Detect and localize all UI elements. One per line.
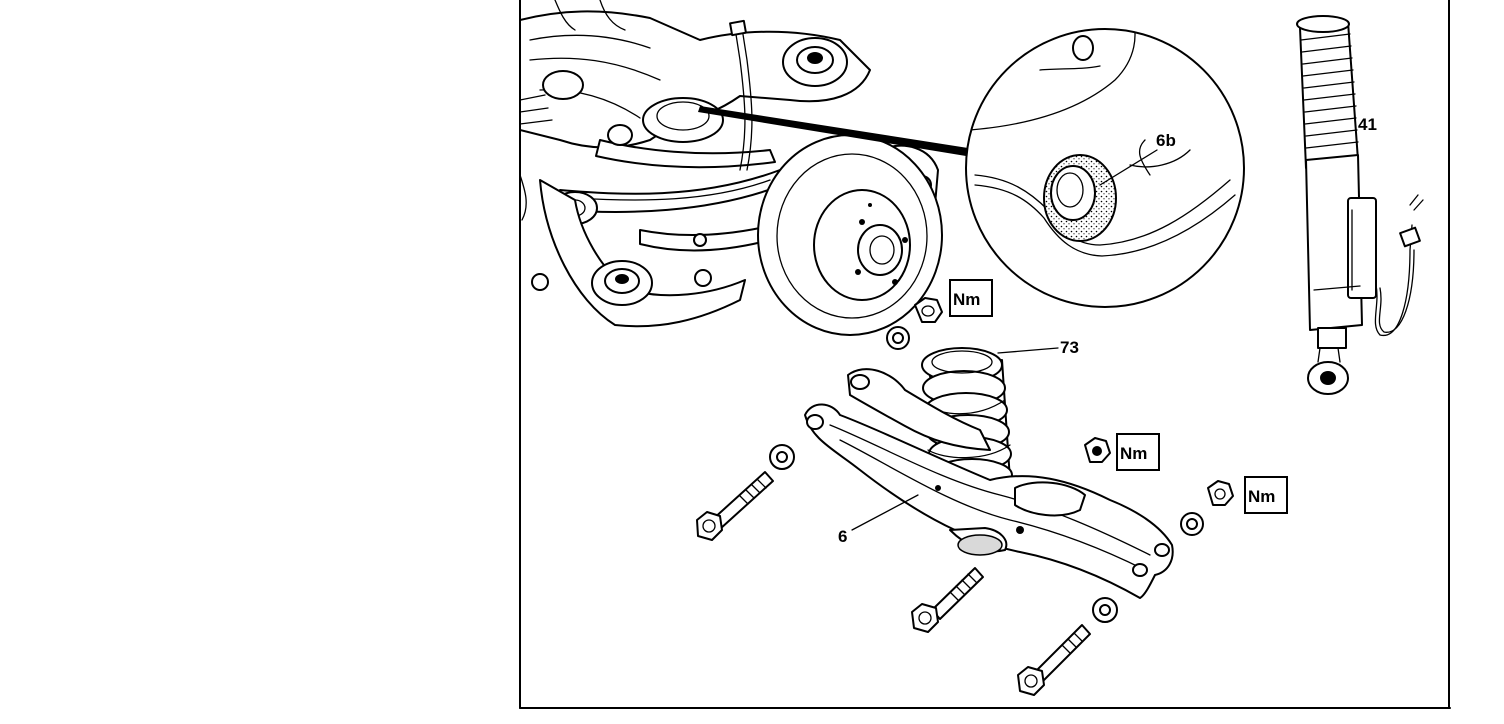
callout-6b: 6b bbox=[1156, 131, 1176, 150]
rear-axle-assembly bbox=[520, 0, 943, 336]
fasteners bbox=[696, 297, 1234, 696]
svg-text:Nm: Nm bbox=[1120, 444, 1147, 463]
nut-far-right bbox=[1207, 480, 1234, 506]
shock-absorber-41: 41 bbox=[1296, 15, 1424, 395]
nut-top bbox=[914, 297, 943, 323]
svg-text:Nm: Nm bbox=[1248, 487, 1275, 506]
control-arm-6: 6 bbox=[804, 368, 1174, 599]
washer-bottom-right bbox=[1092, 597, 1118, 623]
torque-symbol-middle: Nm bbox=[1116, 433, 1160, 471]
bolt-left bbox=[696, 471, 774, 541]
washer-top bbox=[886, 326, 910, 350]
callout-41: 41 bbox=[1358, 115, 1377, 134]
svg-text:Nm: Nm bbox=[953, 290, 980, 309]
nut-middle-right bbox=[1084, 437, 1111, 463]
washer-far-right bbox=[1180, 512, 1204, 536]
callout-6: 6 bbox=[838, 527, 847, 546]
detail-zoom-circle: 6b bbox=[698, 28, 1245, 308]
torque-symbol-top: Nm bbox=[949, 279, 993, 317]
bolt-bottom-middle bbox=[911, 567, 984, 633]
washer-left bbox=[769, 444, 795, 470]
torque-symbol-right: Nm bbox=[1244, 476, 1288, 514]
callout-73: 73 bbox=[1060, 338, 1079, 357]
bolt-bottom-right bbox=[1017, 624, 1091, 696]
